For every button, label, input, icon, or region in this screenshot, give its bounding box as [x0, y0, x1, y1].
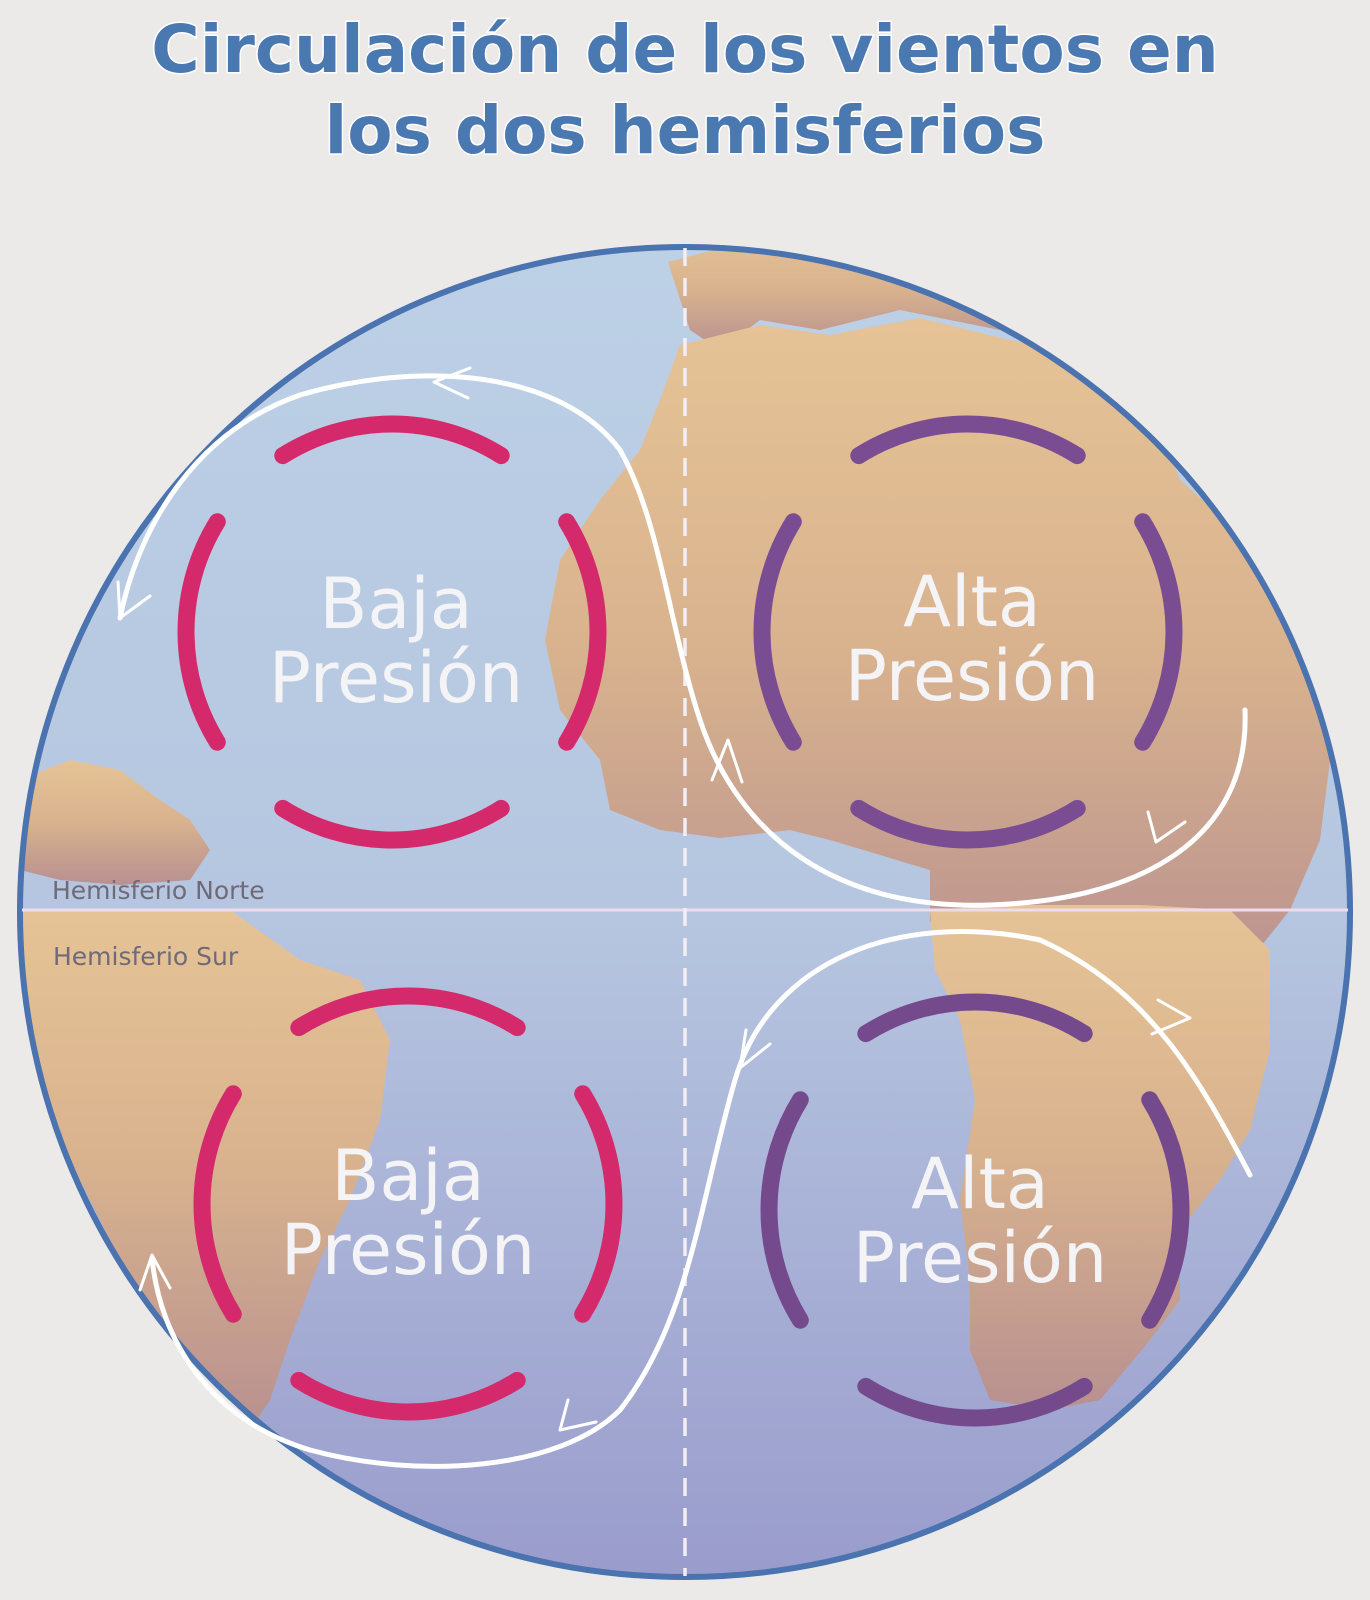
zone-nw-line2: Presión: [269, 637, 523, 719]
ring-se-arc-2: [1141, 1091, 1190, 1329]
land-central-america: [20, 760, 210, 885]
ring-sw-arc-3: [290, 1371, 526, 1421]
label-hemisferio-norte: Hemisferio Norte: [52, 876, 265, 905]
arrowhead-north-top-left: [432, 366, 472, 400]
pressure-rings: [177, 415, 1190, 1427]
ring-nw-arc-2: [558, 513, 607, 751]
ring-ne-arc-1: [850, 415, 1086, 465]
zone-ne-line2: Presión: [845, 635, 1099, 717]
arrowhead-north-right: [1146, 810, 1187, 844]
ring-nw-arc-3: [274, 799, 510, 849]
ring-se-arc-4: [760, 1091, 809, 1329]
zone-label-ne: Alta Presión: [845, 561, 1099, 717]
arrowhead-south-center: [738, 1028, 772, 1070]
title-line-2: los dos hemisferios: [325, 92, 1046, 169]
ring-sw-arc-4: [193, 1085, 242, 1323]
zone-sw-line1: Baja: [331, 1135, 484, 1217]
wind-path-south-main: [149, 928, 1253, 1469]
wind-path-north-main: [117, 373, 1248, 908]
zone-ne-line1: Alta: [903, 561, 1041, 643]
zone-se-line1: Alta: [911, 1143, 1049, 1225]
wind-arrows-south: [138, 928, 1253, 1469]
arrowhead-south-bottom: [558, 1398, 598, 1432]
arrowhead-north-center: [710, 738, 744, 784]
zone-label-sw: Baja Presión: [281, 1135, 535, 1291]
zone-se-line2: Presión: [853, 1217, 1107, 1299]
ring-nw-arc-1: [274, 415, 510, 465]
globe-border: [17, 244, 1353, 1580]
arrowhead-south-right: [1150, 998, 1192, 1036]
land-africa-south: [930, 905, 1270, 1410]
zone-label-nw: Baja Presión: [269, 563, 523, 719]
ring-nw-arc-4: [177, 513, 226, 751]
ring-sw-arc-2: [574, 1085, 623, 1323]
wind-arrows-north: [116, 366, 1248, 908]
label-hemisferio-sur: Hemisferio Sur: [53, 942, 239, 971]
ring-se-arc-3: [857, 1377, 1093, 1427]
ring-se-arc-1: [857, 993, 1093, 1043]
ring-ne-arc-2: [1134, 513, 1183, 751]
globe: [17, 244, 1353, 1580]
zone-nw-line1: Baja: [319, 563, 472, 645]
globe-landmasses: [20, 247, 1330, 1430]
land-africa-north: [545, 318, 1330, 1000]
ring-sw-arc-1: [290, 987, 526, 1037]
arrowhead-south-left: [138, 1253, 172, 1292]
ring-ne-arc-4: [753, 513, 802, 751]
zone-sw-line2: Presión: [281, 1209, 535, 1291]
title-line-1: Circulación de los vientos en: [151, 11, 1218, 88]
ring-ne-arc-3: [850, 799, 1086, 849]
zone-label-se: Alta Presión: [853, 1143, 1107, 1299]
arrowhead-north-left: [116, 580, 152, 620]
